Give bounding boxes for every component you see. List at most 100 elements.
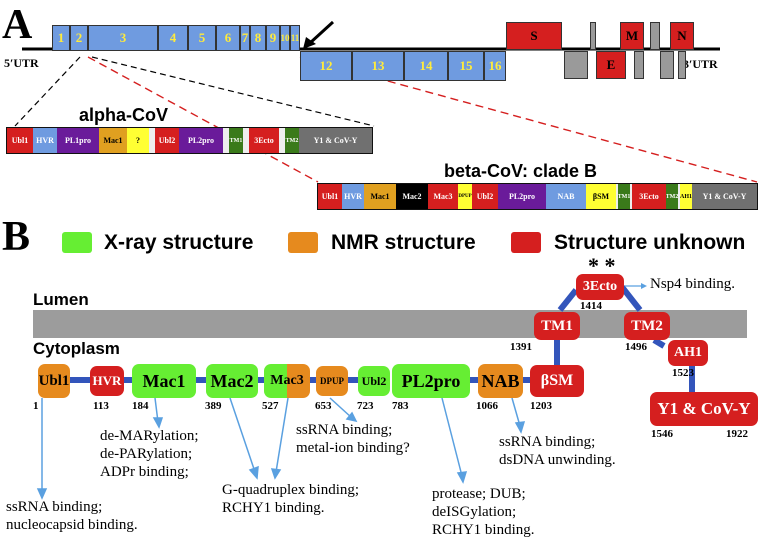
beta-hvr: HVR: [342, 184, 364, 209]
residue-mac2: 389: [205, 400, 222, 412]
alpha-ubl1: Ubl1: [7, 128, 33, 153]
beta-dpup: DPUP: [458, 184, 472, 209]
accessory-1: [564, 51, 588, 79]
residue-3ecto: 1414: [580, 300, 602, 312]
utr3-label: 3′UTR: [683, 57, 718, 71]
beta-tm1: TM1: [618, 184, 630, 209]
residue-y1-start: 1546: [651, 428, 673, 440]
accessory-6: [678, 51, 686, 79]
legend-swatch-unknown: [511, 232, 541, 253]
disulfide-stars: * *: [588, 253, 616, 278]
residue-mac3: 527: [262, 400, 279, 412]
domain-mac2: Mac2: [206, 364, 258, 398]
domain-ubl1: Ubl1: [38, 364, 70, 398]
gene-S: S: [506, 22, 562, 50]
gene-12: 12: [300, 51, 352, 81]
domain-mac1: Mac1: [132, 364, 196, 398]
alpha-hvr: HVR: [33, 128, 57, 153]
annotation-arrows: [36, 397, 526, 500]
residue-dpup: 653: [315, 400, 332, 412]
gene-1: 1: [52, 25, 70, 51]
accessory-4: [650, 22, 660, 50]
residue-y1-end: 1922: [726, 428, 748, 440]
beta-tm2: TM2: [666, 184, 678, 209]
beta-pl2pro: PL2pro: [498, 184, 546, 209]
lumen-label: Lumen: [33, 290, 89, 309]
note-ubl1: ssRNA binding; nucleocapsid binding.: [6, 499, 138, 533]
gene-9: 9: [266, 25, 280, 51]
alpha-tm1: TM1: [229, 128, 243, 153]
domain-pl2pro: PL2pro: [392, 364, 470, 398]
gene-7: 7: [240, 25, 250, 51]
gene-11: 11: [290, 25, 300, 51]
frameshift-arrowhead: [303, 37, 316, 49]
domain-dpup: DPUP: [316, 366, 348, 396]
gene-2: 2: [70, 25, 88, 51]
domain-bsm: βSM: [530, 365, 584, 397]
gene-8: 8: [250, 25, 266, 51]
domain-tm1: TM1: [534, 312, 580, 340]
alpha-ubl2: Ubl2: [155, 128, 179, 153]
alpha-pl2pro: PL2pro: [179, 128, 223, 153]
gene-4: 4: [158, 25, 188, 51]
domain-ah1: AH1: [668, 340, 708, 366]
beta-y1-covy: Y1 & CoV-Y: [692, 184, 757, 209]
legend-swatch-xray: [62, 232, 92, 253]
alpha-domain-bar: Ubl1 HVR PL1pro Mac1 ? Ubl2 PL2pro TM1 3…: [6, 127, 373, 154]
residue-tm2: 1496: [625, 341, 647, 353]
domain-mac3-shape: [264, 364, 310, 398]
alpha-3ecto: 3Ecto: [249, 128, 279, 153]
alpha-tm2: TM2: [285, 128, 299, 153]
note-pl2pro: protease; DUB; deISGylation; RCHY1 bindi…: [432, 486, 535, 538]
residue-pl2pro: 783: [392, 400, 409, 412]
frameshift-arrow: [308, 20, 335, 45]
panel-a-label: A: [2, 2, 33, 48]
legend-swatch-nmr: [288, 232, 318, 253]
alpha-y1-covy: Y1 & CoV-Y: [299, 128, 372, 153]
beta-mac3: Mac3: [428, 184, 458, 209]
legend-unknown: Structure unknown: [554, 231, 746, 254]
zoom-line-beta-left: [87, 56, 319, 183]
gene-5: 5: [188, 25, 216, 51]
beta-nab: NAB: [546, 184, 586, 209]
gene-6: 6: [216, 25, 240, 51]
domain-mac3: Mac3: [270, 373, 304, 388]
beta-title: beta-CoV: clade B: [444, 161, 598, 181]
zoom-line-alpha-right: [91, 56, 375, 127]
beta-ah1: AH1: [680, 184, 692, 209]
beta-domain-bar: Ubl1 HVR Mac1 Mac2 Mac3 DPUP Ubl2 PL2pro…: [317, 183, 758, 210]
legend-nmr: NMR structure: [331, 231, 476, 254]
accessory-2: [590, 22, 596, 50]
utr5-label: 5′UTR: [4, 56, 39, 70]
gene-15: 15: [448, 51, 484, 81]
gene-M: M: [620, 22, 644, 50]
beta-bsm: βSM: [586, 184, 616, 209]
beta-ubl2: Ubl2: [472, 184, 498, 209]
residue-nab: 1066: [476, 400, 498, 412]
residue-bsm: 1203: [530, 400, 552, 412]
legend-xray: X-ray structure: [104, 231, 254, 254]
nsp4-binding-label: Nsp4 binding.: [650, 276, 736, 292]
residue-ubl2: 723: [357, 400, 374, 412]
note-mac1: de-MARylation; de-PARylation; ADPr bindi…: [100, 428, 199, 480]
note-dpup: ssRNA binding; metal-ion binding?: [296, 422, 410, 456]
gene-N: N: [670, 22, 694, 50]
beta-mac2: Mac2: [396, 184, 428, 209]
accessory-5: [660, 51, 674, 79]
domain-ubl2: Ubl2: [358, 366, 390, 396]
domain-tm2: TM2: [624, 312, 670, 340]
gene-10: 10: [280, 25, 290, 51]
note-nab: ssRNA binding; dsDNA unwinding.: [499, 434, 616, 468]
gene-16: 16: [484, 51, 506, 81]
residue-hvr: 113: [93, 400, 109, 412]
alpha-pl1pro: PL1pro: [57, 128, 99, 153]
panel-b-label: B: [2, 214, 31, 260]
domain-linkers: [70, 285, 695, 392]
alpha-title: alpha-CoV: [79, 105, 169, 125]
alpha-mac1: Mac1: [99, 128, 127, 153]
residue-ah1: 1523: [672, 367, 694, 379]
beta-ubl1: Ubl1: [318, 184, 342, 209]
beta-mac1: Mac1: [364, 184, 396, 209]
residue-tm1: 1391: [510, 341, 532, 353]
gene-E: E: [596, 51, 626, 79]
